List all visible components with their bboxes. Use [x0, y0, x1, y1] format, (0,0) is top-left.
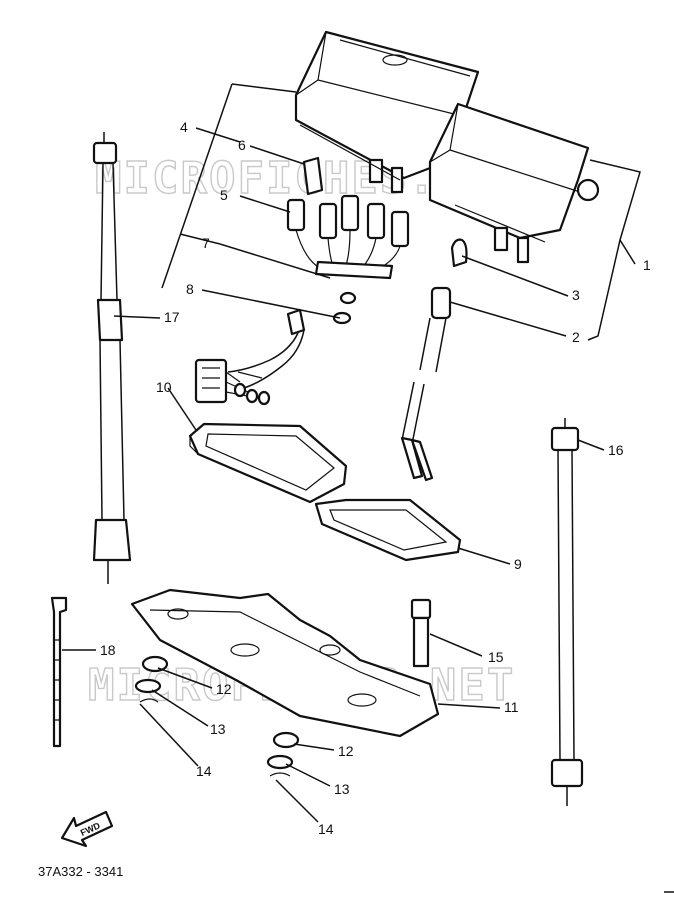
diagram-code: 37A332 - 3341 — [38, 864, 123, 879]
callout-8: 8 — [186, 281, 194, 297]
callout-2: 2 — [572, 329, 580, 345]
wire-harness — [194, 308, 306, 406]
callout-7: 7 — [202, 235, 210, 251]
tachometer-cable — [550, 418, 584, 806]
callout-10: 10 — [156, 379, 172, 395]
callout-1: 1 — [643, 257, 651, 273]
callout-15: 15 — [488, 649, 504, 665]
callout-16: 16 — [608, 442, 624, 458]
cushion-10 — [188, 422, 348, 504]
callout-14a: 14 — [196, 763, 212, 779]
callout-9: 9 — [514, 556, 522, 572]
callout-12b: 12 — [338, 743, 354, 759]
bulb-sockets — [286, 156, 410, 325]
callout-3: 3 — [572, 287, 580, 303]
callout-13b: 13 — [334, 781, 350, 797]
cushion-9 — [314, 498, 462, 562]
grommet-12-left — [134, 655, 169, 703]
callout-12a: 12 — [216, 681, 232, 697]
callout-5: 5 — [220, 187, 228, 203]
speedometer-cable — [92, 132, 132, 584]
callout-13a: 13 — [210, 721, 226, 737]
callout-4: 4 — [180, 119, 188, 135]
speedometer-housing — [294, 30, 480, 194]
forward-arrow-icon: FWD — [60, 810, 114, 848]
bolt-15 — [410, 598, 432, 668]
callout-14b: 14 — [318, 821, 334, 837]
callout-6: 6 — [238, 137, 246, 153]
meter-bracket — [130, 588, 440, 738]
callout-11: 11 — [504, 699, 519, 715]
grommet-12-right — [266, 731, 300, 777]
band-18 — [50, 596, 68, 748]
leader-lines — [62, 83, 641, 823]
callout-18: 18 — [100, 642, 116, 658]
tach-bulb-socket — [400, 238, 468, 482]
callout-17: 17 — [164, 309, 180, 325]
tachometer-housing — [428, 102, 600, 264]
